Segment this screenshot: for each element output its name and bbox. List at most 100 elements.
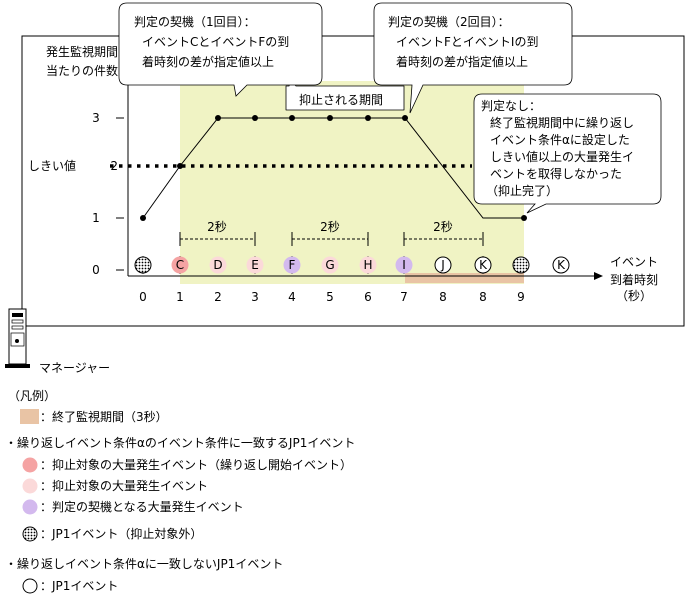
interval-2: 2秒 xyxy=(291,220,369,246)
interval-label: 2秒 xyxy=(207,220,227,234)
suppressed-period-callout: 抑止される期間 xyxy=(285,78,405,111)
event-label: F xyxy=(289,258,296,272)
callout-line: 判定の契機（1回目）： xyxy=(134,14,256,29)
data-point xyxy=(289,115,295,121)
y-tick-label: 2 xyxy=(110,159,118,173)
x-tick-label: 1 xyxy=(176,290,184,304)
y-tick-label: 3 xyxy=(92,111,100,125)
interval-label: 2秒 xyxy=(320,220,340,234)
x-tick-label: 3 xyxy=(251,290,259,304)
event-h xyxy=(359,256,377,274)
legend-excluded-event-label: ：JP1イベント（抑止対象外） xyxy=(40,526,202,541)
legend-start-event-swatch xyxy=(22,457,38,473)
callout-line: 判定の契機（2回目）： xyxy=(388,14,510,29)
event-label: K xyxy=(557,258,566,272)
legend-trigger-event-label: ：判定の契機となる大量発生イベント xyxy=(40,499,244,514)
callout-line: イベント条件αに設定した xyxy=(490,132,630,147)
callout-line: 着時刻の差が指定値以上 xyxy=(142,54,274,69)
event-e xyxy=(246,256,264,274)
legend: （凡例） ：終了監視期間（3秒） ・繰り返しイベント条件αのイベント条件に一致す… xyxy=(5,389,355,594)
x-tick-label: 5 xyxy=(326,290,334,304)
trigger-callout-2: 判定の契機（2回目）： イベントFとイベントIの到 着時刻の差が指定値以上 xyxy=(373,2,573,114)
x-tick-labels: 0 1 2 3 4 5 6 7 8 8 9 xyxy=(139,290,525,304)
event-j xyxy=(434,256,452,274)
data-point xyxy=(177,163,183,169)
data-point xyxy=(365,115,371,121)
callout-line: 着時刻の差が指定値以上 xyxy=(396,54,528,69)
x-tick-label: 7 xyxy=(400,290,408,304)
legend-end-period-label: ：終了監視期間（3秒） xyxy=(40,409,168,424)
count-line xyxy=(142,117,524,219)
legend-trigger-event-swatch xyxy=(22,499,38,515)
event-label: I xyxy=(402,258,406,272)
event-excluded xyxy=(512,256,530,274)
interval-3: 2秒 xyxy=(403,220,484,246)
suppressed-period-label: 抑止される期間 xyxy=(299,92,383,107)
event-label: K xyxy=(479,258,488,272)
x-axis-label-line1: イベント xyxy=(610,255,658,269)
callout-line: ベントを取得しなかった xyxy=(490,166,622,181)
event-k xyxy=(474,256,492,274)
data-point xyxy=(252,115,258,121)
callout-line: （抑止完了） xyxy=(486,183,558,198)
x-tick-label: 8 xyxy=(439,290,447,304)
y-tick-label: 0 xyxy=(92,263,100,277)
callout-line: イベントCとイベントFの到 xyxy=(142,35,289,49)
data-point xyxy=(402,115,408,121)
legend-end-period-swatch xyxy=(20,409,39,424)
event-k-second xyxy=(552,256,570,274)
event-label: C xyxy=(176,258,184,272)
count-points xyxy=(140,115,527,221)
y-axis-label-line2: 当たりの件数 xyxy=(46,63,118,78)
legend-start-event-label: ：抑止対象の大量発生イベント（繰り返し開始イベント） xyxy=(40,457,352,472)
event-label: D xyxy=(213,258,222,272)
x-tick-label: 9 xyxy=(517,290,525,304)
y-axis-label-line1: 発生監視期間 xyxy=(46,44,118,59)
y-ticks: 3 2 1 0 xyxy=(92,111,124,277)
event-label: H xyxy=(363,258,372,272)
event-label: J xyxy=(440,258,445,272)
event-g xyxy=(321,256,339,274)
legend-excluded-event-swatch xyxy=(22,526,38,542)
data-point xyxy=(215,115,221,121)
no-decision-callout: 判定なし： 終了監視期間中に繰り返し イベント条件αに設定した しきい値以上の大… xyxy=(473,93,662,214)
interval-1: 2秒 xyxy=(179,220,256,246)
x-tick-label: 8 xyxy=(479,290,487,304)
x-tick-label: 0 xyxy=(139,290,147,304)
callout-line: イベントFとイベントIの到 xyxy=(396,35,538,49)
trigger-callout-1: 判定の契機（1回目）： イベントCとイベントFの到 着時刻の差が指定値以上 xyxy=(118,2,323,97)
suppressed-period-region xyxy=(180,81,524,284)
x-axis-label-line3: （秒） xyxy=(616,289,652,303)
event-f xyxy=(283,256,301,274)
callout-line: 判定なし： xyxy=(481,98,541,113)
manager-label: マネージャー xyxy=(39,361,110,375)
x-axis-label-line2: 到着時刻 xyxy=(610,272,658,287)
legend-heading: （凡例） xyxy=(8,389,56,403)
x-tick-label: 4 xyxy=(288,290,296,304)
x-axis-arrow xyxy=(594,272,603,280)
callout-line: しきい値以上の大量発生イ xyxy=(490,149,634,164)
legend-suppressed-event-swatch xyxy=(22,478,38,494)
data-point xyxy=(140,215,146,221)
event-d xyxy=(209,256,227,274)
event-label: E xyxy=(251,258,259,272)
event-c xyxy=(171,256,189,274)
event-excluded xyxy=(134,256,152,274)
event-label: G xyxy=(325,258,334,272)
legend-match-heading: ・繰り返しイベント条件αのイベント条件に一致するJP1イベント xyxy=(5,436,355,450)
event-markers: C D E F G H I J K K xyxy=(134,256,570,276)
x-tick-label: 2 xyxy=(214,290,222,304)
data-point xyxy=(327,115,333,121)
event-i xyxy=(395,256,413,274)
x-tick-label: 6 xyxy=(364,290,372,304)
legend-suppressed-event-label: ：抑止対象の大量発生イベント xyxy=(40,478,208,493)
legend-nomatch-heading: ・繰り返しイベント条件αに一致しないJP1イベント xyxy=(5,557,283,571)
callout-line: 終了監視期間中に繰り返し xyxy=(490,115,634,130)
data-point xyxy=(521,215,527,221)
end-monitoring-period-bar xyxy=(405,273,524,283)
server-icon xyxy=(5,308,30,368)
interval-label: 2秒 xyxy=(433,220,453,234)
legend-plain-event-label: ：JP1イベント xyxy=(40,579,118,593)
threshold-label: しきい値 xyxy=(28,158,76,173)
